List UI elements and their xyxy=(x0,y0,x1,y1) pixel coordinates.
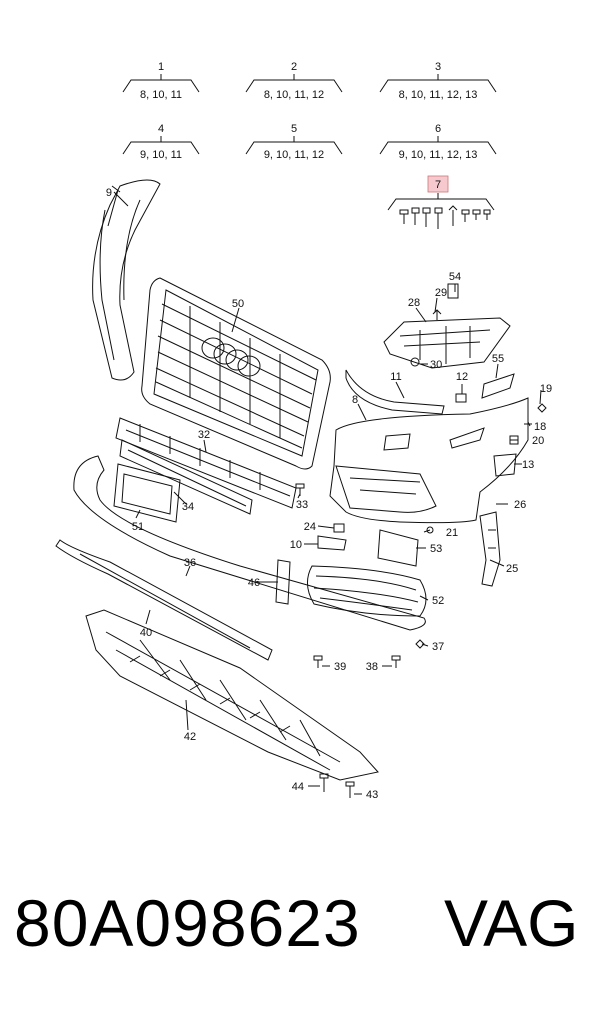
callout-29: 29 xyxy=(435,287,447,299)
fastener-kit-7: 7 xyxy=(387,175,495,229)
callout-19: 19 xyxy=(540,383,552,395)
screw-44 xyxy=(319,773,329,792)
screw-37 xyxy=(415,639,425,649)
part-number: 80A098623 xyxy=(14,886,361,960)
kit-number: 6 xyxy=(435,123,441,135)
kit-number: 4 xyxy=(158,123,164,135)
kit-number: 3 xyxy=(435,61,441,73)
bracket-46 xyxy=(275,559,291,605)
bumper-cover-9 xyxy=(92,179,161,381)
trim-55 xyxy=(481,373,515,399)
bracket-53 xyxy=(377,529,419,567)
callout-44: 44 xyxy=(292,781,304,793)
kit-parts-list: 9, 10, 11, 12 xyxy=(264,149,324,161)
bracket-13 xyxy=(493,453,517,477)
callout-10: 10 xyxy=(290,539,302,551)
callout-52: 52 xyxy=(432,595,444,607)
callout-25: 25 xyxy=(506,563,518,575)
clip-24 xyxy=(333,523,345,533)
callout-53: 53 xyxy=(430,543,442,555)
callout-39: 39 xyxy=(334,661,346,673)
callout-28: 28 xyxy=(408,297,420,309)
kit-parts-list: 8, 10, 11, 12 xyxy=(264,89,324,101)
license-plate-holder-51 xyxy=(113,463,181,523)
callout-42: 42 xyxy=(184,731,196,743)
callout-51: 51 xyxy=(132,521,144,533)
callout-26: 26 xyxy=(514,499,526,511)
leader-lines xyxy=(113,191,542,795)
callout-8: 8 xyxy=(352,394,358,406)
kit-parts-list: 8, 10, 11, 12, 13 xyxy=(399,89,478,101)
bracket-28 xyxy=(383,283,511,369)
trim-strip-11 xyxy=(345,369,445,415)
kit-parts-list: 8, 10, 11 xyxy=(140,89,182,101)
bracket-25 xyxy=(479,511,501,587)
callout-36: 36 xyxy=(184,557,196,569)
callout-20: 20 xyxy=(532,435,544,447)
callout-40: 40 xyxy=(140,627,152,639)
callout-33: 33 xyxy=(296,499,308,511)
kit-tree-2: 2 8, 10, 11, 12 xyxy=(245,61,343,101)
kit-tree-5: 5 9, 10, 11, 12 xyxy=(245,123,343,161)
callout-18: 18 xyxy=(534,421,546,433)
callout-11: 11 xyxy=(390,371,401,383)
callout-46: 46 xyxy=(248,577,260,589)
lower-trim-main xyxy=(73,455,426,631)
screw-43 xyxy=(345,781,355,798)
kit-number: 5 xyxy=(291,123,297,135)
highlight-box xyxy=(427,175,449,193)
fastener-icons xyxy=(399,205,491,229)
front-bumper-8 xyxy=(329,397,529,524)
callout-38: 38 xyxy=(366,661,378,673)
clip-18 xyxy=(524,420,532,432)
callout-34: 34 xyxy=(182,501,194,513)
cover-cap-10 xyxy=(317,535,347,551)
callout-55: 55 xyxy=(492,353,504,365)
callout-37: 37 xyxy=(432,641,444,653)
carrier-32 xyxy=(115,417,297,509)
kit-number: 2 xyxy=(291,61,297,73)
kit-parts-list: 9, 10, 11, 12, 13 xyxy=(399,149,478,161)
callout-54: 54 xyxy=(449,271,461,283)
kit-tree-3: 3 8, 10, 11, 12, 13 xyxy=(379,61,497,101)
clip-19 xyxy=(537,403,547,413)
callout-50: 50 xyxy=(232,298,244,310)
callout-12: 12 xyxy=(456,371,468,383)
kit-tree-4: 4 9, 10, 11 xyxy=(122,123,200,161)
spoiler-36 xyxy=(55,539,273,661)
part-12 xyxy=(455,393,467,403)
kit-number: 7 xyxy=(435,179,441,191)
kit-tree-1: 1 8, 10, 11 xyxy=(122,61,200,101)
callout-30: 30 xyxy=(430,359,442,371)
callout-9: 9 xyxy=(106,187,112,199)
screw-38 xyxy=(391,655,401,668)
kit-tree-6: 6 9, 10, 11, 12, 13 xyxy=(379,123,497,161)
kit-parts-list: 9, 10, 11 xyxy=(140,149,182,161)
callout-32: 32 xyxy=(198,429,210,441)
nut-21 xyxy=(426,526,434,534)
radiator-grille-50 xyxy=(141,277,331,470)
underbody-panel-42 xyxy=(85,609,379,781)
brand-label: VAG xyxy=(444,886,579,960)
kit-number: 1 xyxy=(158,61,164,73)
callout-24: 24 xyxy=(304,521,316,533)
callout-labels: 9 50 54 28 29 30 55 11 12 19 8 18 20 13 … xyxy=(106,187,552,801)
carrier-34 xyxy=(119,439,253,515)
callout-21: 21 xyxy=(446,527,458,539)
callout-13: 13 xyxy=(522,459,534,471)
screw-39 xyxy=(313,655,323,668)
fog-grille-52 xyxy=(307,565,427,617)
callout-43: 43 xyxy=(366,789,378,801)
